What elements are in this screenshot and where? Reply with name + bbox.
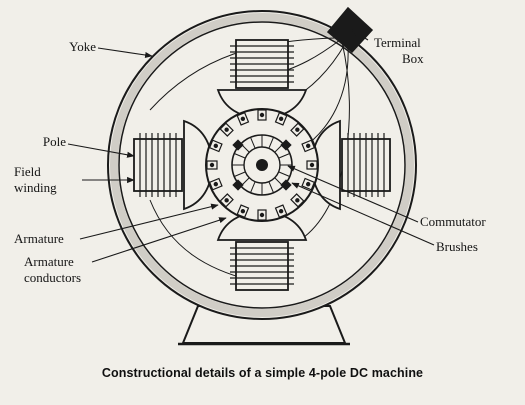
armature-conductor: [224, 198, 229, 203]
armature-conductor: [240, 208, 246, 214]
pole-right: [311, 119, 391, 211]
leader-lines: [67, 29, 435, 263]
terminal-box-label-line1: Terminal: [374, 35, 421, 50]
commutator: [231, 134, 293, 196]
commutator-label: Commutator: [420, 214, 486, 229]
armature-conductors-label-line1: Armature: [24, 254, 74, 269]
brushes-leader: [291, 182, 435, 246]
armature-conductor: [305, 181, 311, 187]
armature-conductor: [224, 127, 229, 132]
armature-conductor: [278, 208, 284, 214]
pole-top: [216, 39, 308, 119]
armature-conductor: [209, 162, 215, 168]
commutator-leader: [287, 165, 419, 223]
pole-left: [133, 119, 213, 211]
commutator-segment: [250, 181, 256, 193]
yoke-label: Yoke: [69, 39, 96, 54]
pole-leader: [67, 143, 135, 158]
terminal-box-leader: [351, 29, 369, 41]
commutator-segment: [268, 137, 274, 149]
armature-conductor: [213, 143, 219, 149]
field-winding-label-line1: Field: [14, 164, 41, 179]
pole-label: Pole: [42, 134, 66, 149]
terminal-box-label-line2: Box: [402, 51, 424, 66]
field-winding-label-line2: winding: [14, 180, 57, 195]
figure-caption: Constructional details of a simple 4-pol…: [101, 366, 424, 380]
commutator-segment: [250, 137, 256, 149]
armature-conductors-leader: [91, 217, 227, 263]
armature-conductor: [305, 143, 311, 149]
commutator-segment: [278, 153, 290, 159]
armature-conductor: [309, 162, 315, 168]
armature-conductor: [259, 112, 265, 118]
armature-conductor: [295, 198, 300, 203]
brushes: [232, 139, 292, 191]
armature-conductor: [240, 116, 246, 122]
armature-conductor: [259, 212, 265, 218]
armature-conductor: [213, 181, 219, 187]
armature-conductor: [278, 116, 284, 122]
commutator-segment: [234, 171, 246, 177]
brushes-label: Brushes: [436, 239, 478, 254]
yoke-leader: [97, 47, 153, 59]
commutator-segment: [234, 153, 246, 159]
armature-conductors-label-line2: conductors: [24, 270, 82, 285]
armature-leader: [79, 203, 219, 240]
armature-conductor: [295, 127, 300, 132]
armature-label: Armature: [14, 231, 64, 246]
commutator-segment: [278, 171, 290, 177]
commutator-segment: [268, 181, 274, 193]
